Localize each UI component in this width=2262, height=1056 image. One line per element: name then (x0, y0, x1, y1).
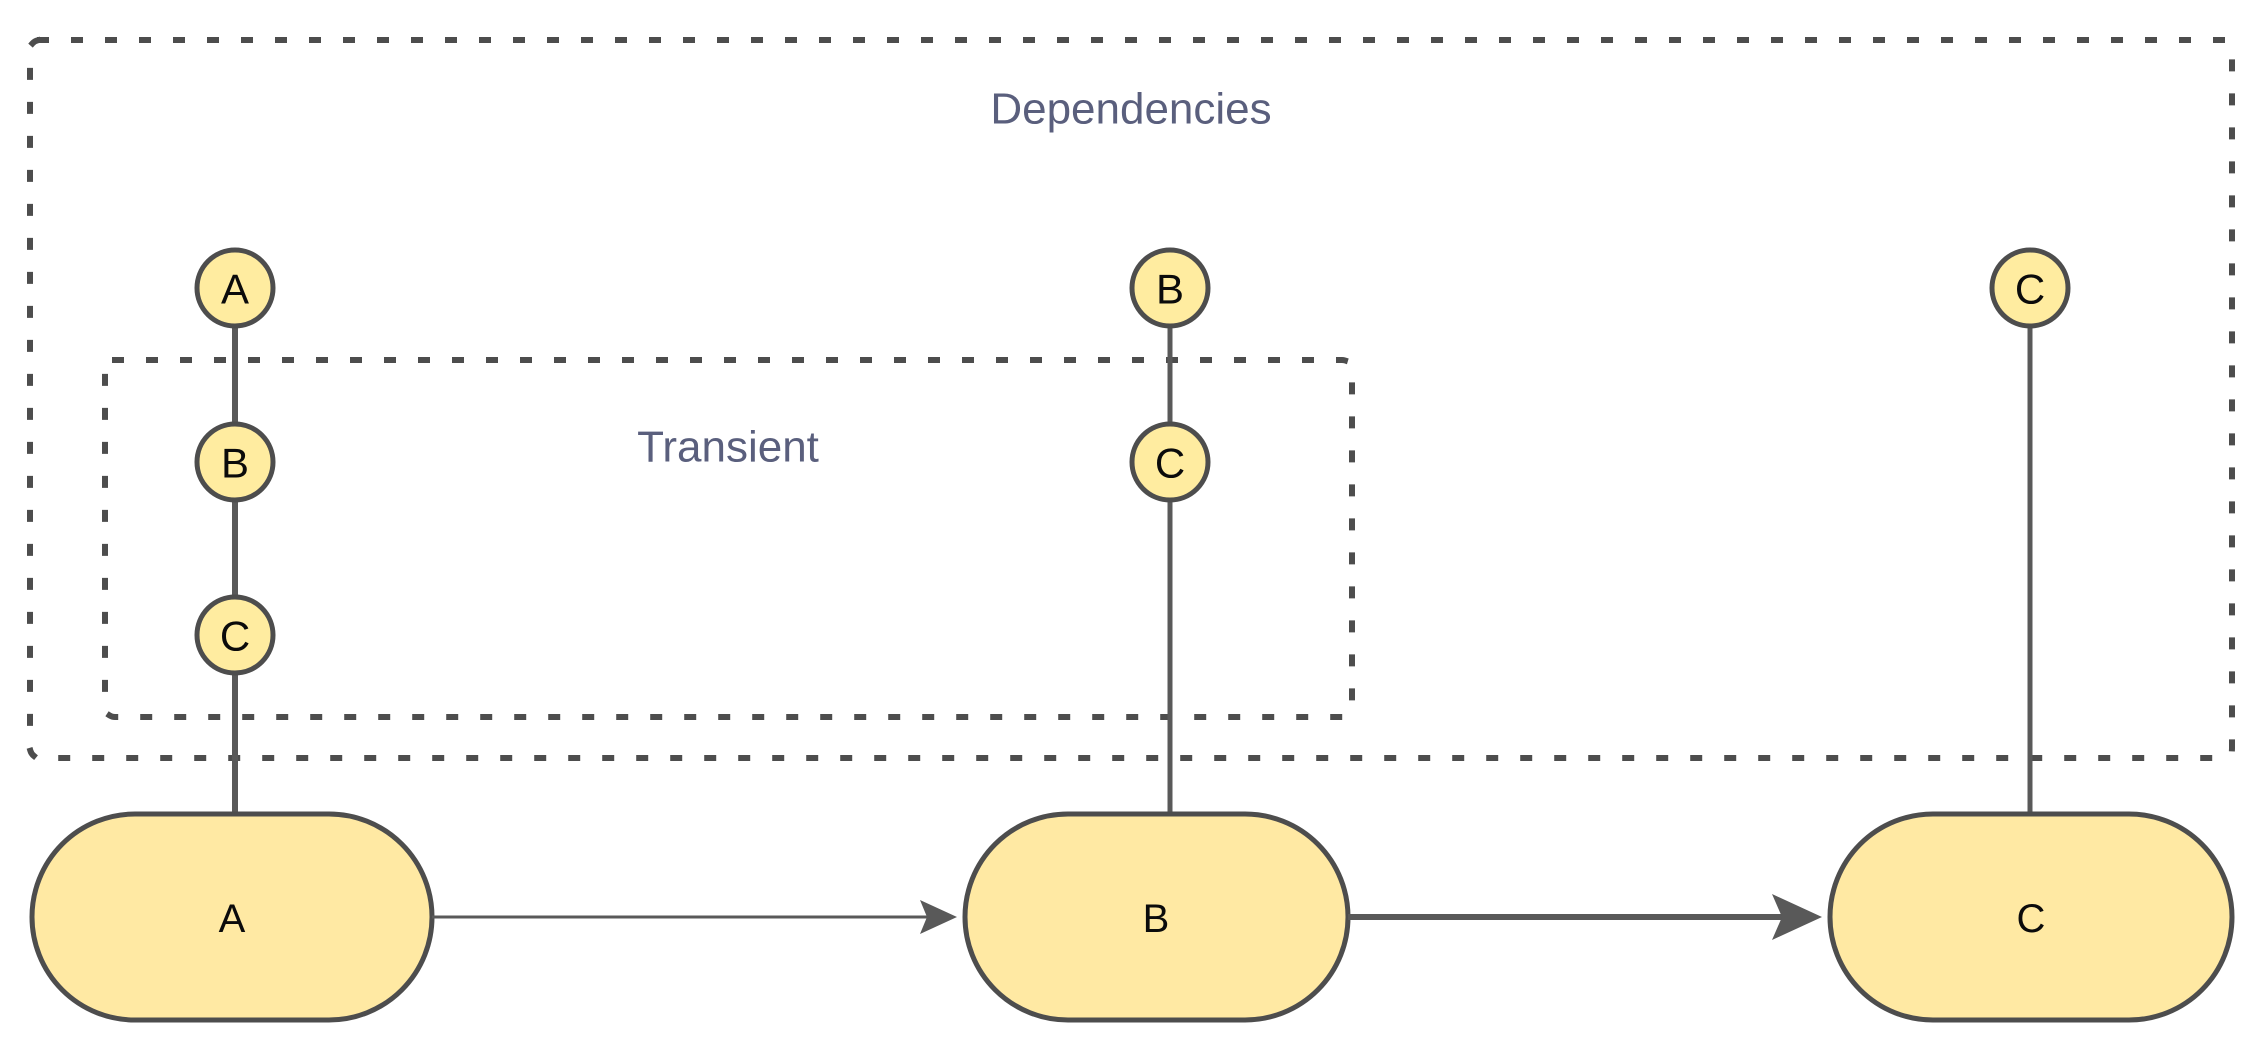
circle-node-c1-a-label: A (221, 266, 249, 313)
circle-node-c1-c-label: C (220, 613, 250, 660)
circle-node-c2-b[interactable]: B (1129, 247, 1211, 329)
group-transient[interactable]: Transient (102, 357, 1355, 720)
arrow-edge-a-to-b-head (920, 900, 957, 934)
pill-node-c-label: C (2017, 897, 2046, 941)
circle-node-c2-c[interactable]: C (1129, 421, 1211, 503)
group-dependencies[interactable]: Dependencies (27, 37, 2235, 761)
circle-node-c1-b[interactable]: B (194, 421, 276, 503)
circle-node-c1-a-shape (194, 247, 276, 329)
circle-node-c2-c-shape (1129, 421, 1211, 503)
stem-edges-layer (232, 326, 2033, 818)
circle-node-c1-a[interactable]: A (194, 247, 276, 329)
pill-node-b[interactable]: B (962, 811, 1351, 1023)
group-transient-border (102, 357, 1355, 720)
group-transient-label: Transient (637, 423, 819, 472)
circle-node-c2-b-shape (1129, 247, 1211, 329)
circle-node-c2-b-label: B (1156, 266, 1184, 313)
circle-node-c3-c-label: C (2015, 266, 2045, 313)
pill-node-a[interactable]: A (29, 811, 435, 1023)
circle-node-c3-c[interactable]: C (1989, 247, 2071, 329)
circle-node-c3-c-shape (1989, 247, 2071, 329)
pill-node-c[interactable]: C (1827, 811, 2235, 1023)
group-dependencies-border (27, 37, 2235, 761)
arrow-edge-b-to-c[interactable] (1348, 894, 1822, 940)
pill-node-a-label: A (219, 897, 246, 941)
group-dependencies-label: Dependencies (990, 85, 1271, 134)
circle-node-c1-b-shape (194, 421, 276, 503)
pill-node-c-shape (1827, 811, 2235, 1023)
circle-node-c1-c-shape (194, 594, 276, 676)
circle-node-c2-c-label: C (1155, 440, 1185, 487)
arrow-edge-b-to-c-head (1772, 894, 1822, 940)
arrow-edge-a-to-b[interactable] (432, 900, 957, 934)
pill-node-b-label: B (1143, 897, 1170, 941)
circle-node-c1-b-label: B (221, 440, 249, 487)
circle-node-c1-c[interactable]: C (194, 594, 276, 676)
